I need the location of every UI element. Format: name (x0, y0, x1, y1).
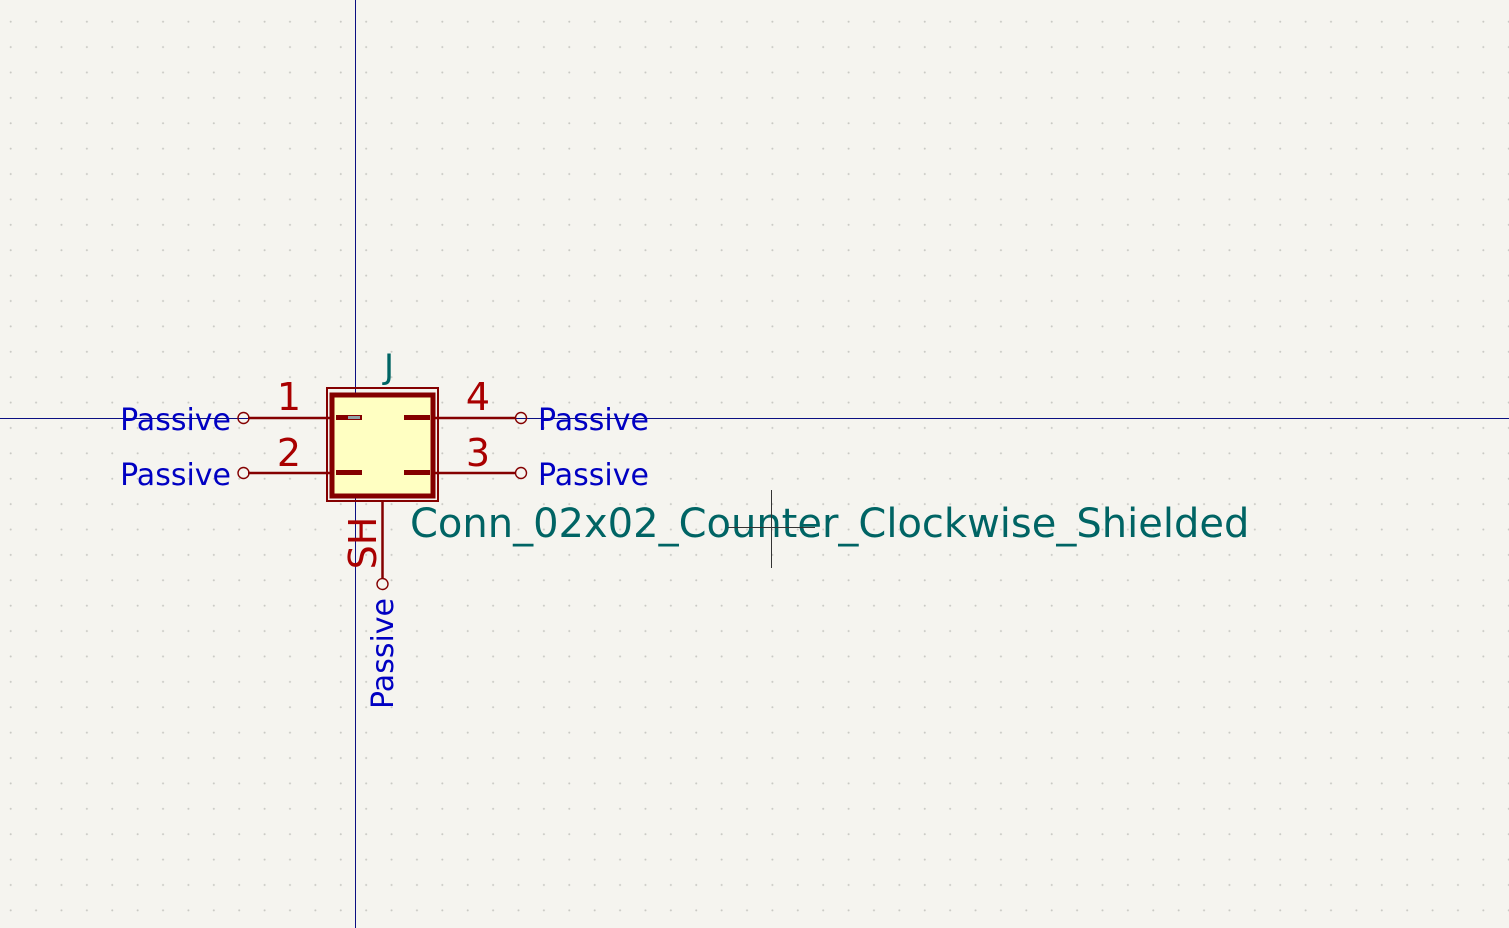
pin-number-2: 2 (277, 431, 301, 475)
pin-1[interactable]: 1 Passive (120, 375, 330, 438)
pin-number-1: 1 (277, 375, 301, 419)
value-anchor-marker (728, 490, 815, 568)
pin-type-3: Passive (538, 458, 649, 493)
symbol-body[interactable] (326, 387, 439, 502)
pin-type-4: Passive (538, 403, 649, 438)
pin-type-shield: Passive (366, 598, 401, 709)
pin-number-shield: SH (341, 517, 385, 570)
pin-shield[interactable]: SH Passive (341, 500, 401, 709)
pin-type-2: Passive (120, 458, 231, 493)
reference-field[interactable]: J (382, 347, 394, 387)
value-field[interactable]: Conn_02x02_Counter_Clockwise_Shielded (410, 501, 1249, 547)
pin-number-3: 3 (466, 431, 490, 475)
pin-number-4: 4 (466, 375, 490, 419)
pin-3[interactable]: 3 Passive (435, 431, 649, 493)
pin-type-1: Passive (120, 403, 231, 438)
pin-4[interactable]: 4 Passive (435, 375, 649, 438)
pin-2[interactable]: 2 Passive (120, 431, 330, 493)
